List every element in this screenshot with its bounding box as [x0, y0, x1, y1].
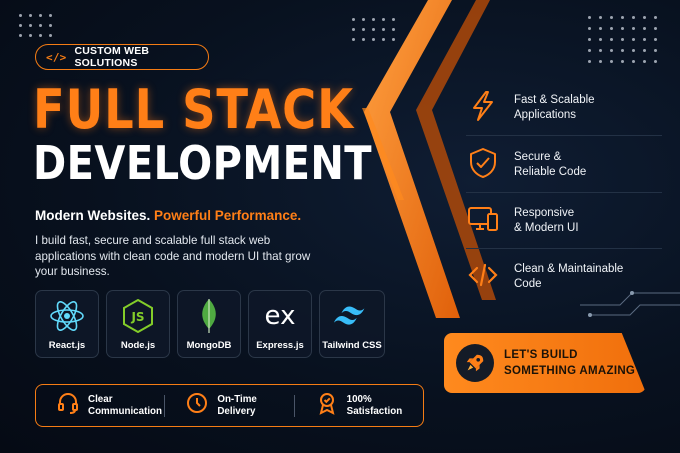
award-icon [315, 391, 339, 420]
tagline: Modern Websites. Powerful Performance. [35, 208, 301, 223]
code-icon: </> [46, 50, 67, 64]
description: I build fast, secure and scalable full s… [35, 234, 311, 278]
mongodb-icon [189, 299, 229, 333]
feature-item: Secure &Reliable Code [466, 137, 586, 193]
nodejs-icon: JS [118, 299, 158, 333]
divider [466, 248, 662, 249]
dot-grid-top-right [588, 16, 657, 63]
headset-icon [56, 391, 80, 420]
svg-text:JS: JS [130, 310, 144, 324]
shield-check-icon [466, 146, 500, 185]
react-icon [47, 299, 87, 333]
tech-label: React.js [48, 340, 86, 351]
cta-line-2: SOMETHING AMAZING [504, 365, 636, 377]
guarantee-satisfaction: 100%Satisfaction [295, 391, 423, 420]
tech-card-mongodb: MongoDB [177, 290, 241, 358]
tech-card-express: ex Express.js [248, 290, 312, 358]
feature-item: Responsive& Modern UI [466, 193, 579, 249]
tech-card-node: JS Node.js [106, 290, 170, 358]
divider [293, 394, 295, 417]
lightning-icon [466, 89, 500, 128]
express-icon: ex [264, 301, 296, 331]
divider [164, 394, 166, 417]
decorative-chevron-stripes [362, 0, 496, 318]
devices-icon [466, 202, 500, 241]
code-icon [466, 258, 500, 297]
tech-label: MongoDB [186, 340, 232, 351]
tech-label: Node.js [120, 340, 156, 351]
headline-line-2: DEVELOPMENT [33, 136, 373, 190]
cta-button[interactable]: LET'S BUILD SOMETHING AMAZING [444, 333, 646, 393]
dot-grid-top-left [19, 14, 52, 37]
dot-grid-top-center [352, 18, 395, 41]
tailwind-icon [332, 299, 372, 333]
divider [466, 135, 662, 136]
service-badge: </> CUSTOM WEB SOLUTIONS [35, 44, 209, 70]
circuit-lines [580, 291, 680, 317]
badge-label: CUSTOM WEB SOLUTIONS [74, 45, 150, 69]
divider [466, 192, 662, 193]
headline-line-1: FULL STACK [33, 78, 354, 141]
clock-icon [185, 391, 209, 420]
tech-label: Tailwind CSS [322, 340, 382, 351]
rocket-icon [456, 344, 494, 382]
tech-label: Express.js [256, 340, 304, 351]
tagline-part-1: Modern Websites. [35, 208, 151, 223]
tech-card-react: React.js [35, 290, 99, 358]
tagline-part-2: Powerful Performance. [154, 208, 302, 223]
tech-stack: React.js JS Node.js MongoDB ex Express.j… [35, 290, 385, 358]
cta-line-1: LET'S BUILD [504, 349, 578, 361]
tech-card-tailwind: Tailwind CSS [319, 290, 385, 358]
